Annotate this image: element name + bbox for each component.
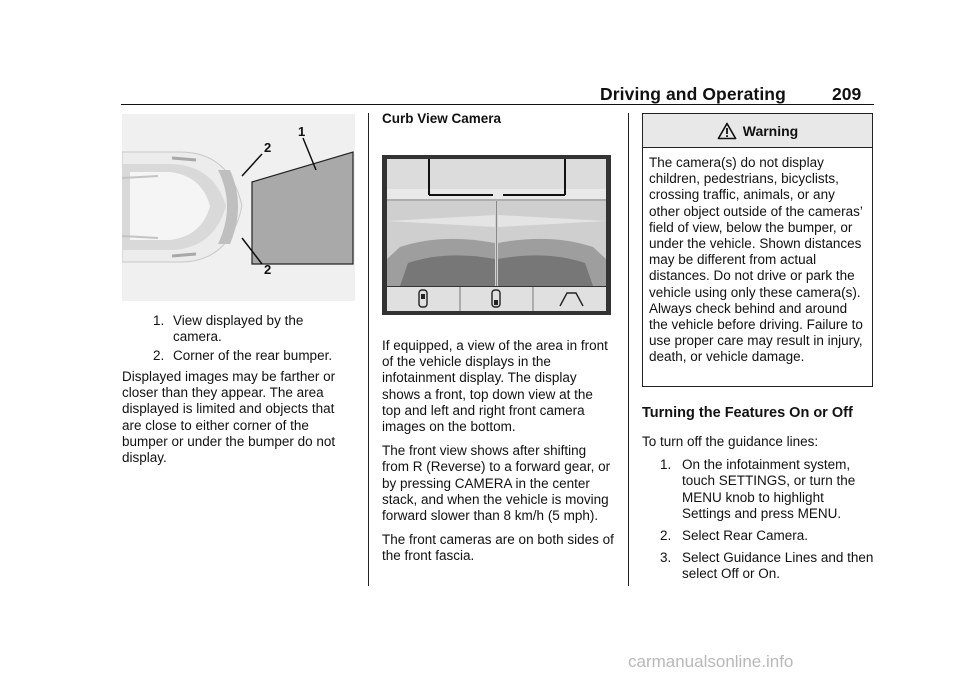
side-view-car-icon <box>491 289 501 308</box>
header-rule <box>121 104 874 105</box>
rear-camera-view-illustration: 2 1 2 <box>122 114 355 301</box>
section-title: Driving and Operating <box>600 84 786 104</box>
side-camera-panes <box>387 201 606 286</box>
figure-caption-list: 1. View displayed by the camera. 2. Corn… <box>153 313 353 365</box>
warning-title: Warning <box>742 122 799 139</box>
callout-line <box>241 153 263 177</box>
col1-paragraph: Displayed images may be farther or close… <box>122 369 336 466</box>
vehicle-top-view <box>122 151 243 263</box>
curb-view-display-illustration <box>382 155 611 315</box>
camera-view-area <box>251 151 354 265</box>
warning-box: Warning The camera(s) do not display chi… <box>642 113 873 387</box>
column-divider-right <box>628 113 629 586</box>
instructions: To turn off the guidance lines: 1. On th… <box>642 434 874 583</box>
guidance-lines-icon <box>559 292 584 307</box>
curb-view-heading: Curb View Camera <box>382 111 502 126</box>
callout-label: 2 <box>264 140 271 155</box>
callout-line <box>302 137 317 171</box>
instructions-intro: To turn off the guidance lines: <box>642 434 819 449</box>
step-item: 2. Select Rear Camera. <box>660 528 809 544</box>
column-divider-left <box>368 113 369 586</box>
caption-item: 1. View displayed by the camera. <box>153 313 304 345</box>
col2-text: If equipped, a view of the area in front… <box>382 338 614 564</box>
warning-triangle-icon <box>717 122 737 139</box>
step-item: 3. Select Guidance Lines and then select… <box>660 550 874 582</box>
watermark: carmanualsonline.info <box>628 652 794 671</box>
callout-label: 1 <box>298 124 305 139</box>
step-list: 1. On the infotainment system, touch SET… <box>642 457 874 582</box>
page-number: 209 <box>832 84 862 104</box>
caption-item: 2. Corner of the rear bumper. <box>153 348 333 364</box>
callout-line <box>241 237 263 265</box>
front-view-car-icon <box>418 289 428 308</box>
warning-header: Warning <box>643 114 872 148</box>
warning-text: The camera(s) do not display children, p… <box>649 155 863 365</box>
step-item: 1. On the infotainment system, touch SET… <box>660 457 856 521</box>
turning-features-heading: Turning the Features On or Off <box>642 405 853 421</box>
callout-label: 2 <box>264 262 271 277</box>
